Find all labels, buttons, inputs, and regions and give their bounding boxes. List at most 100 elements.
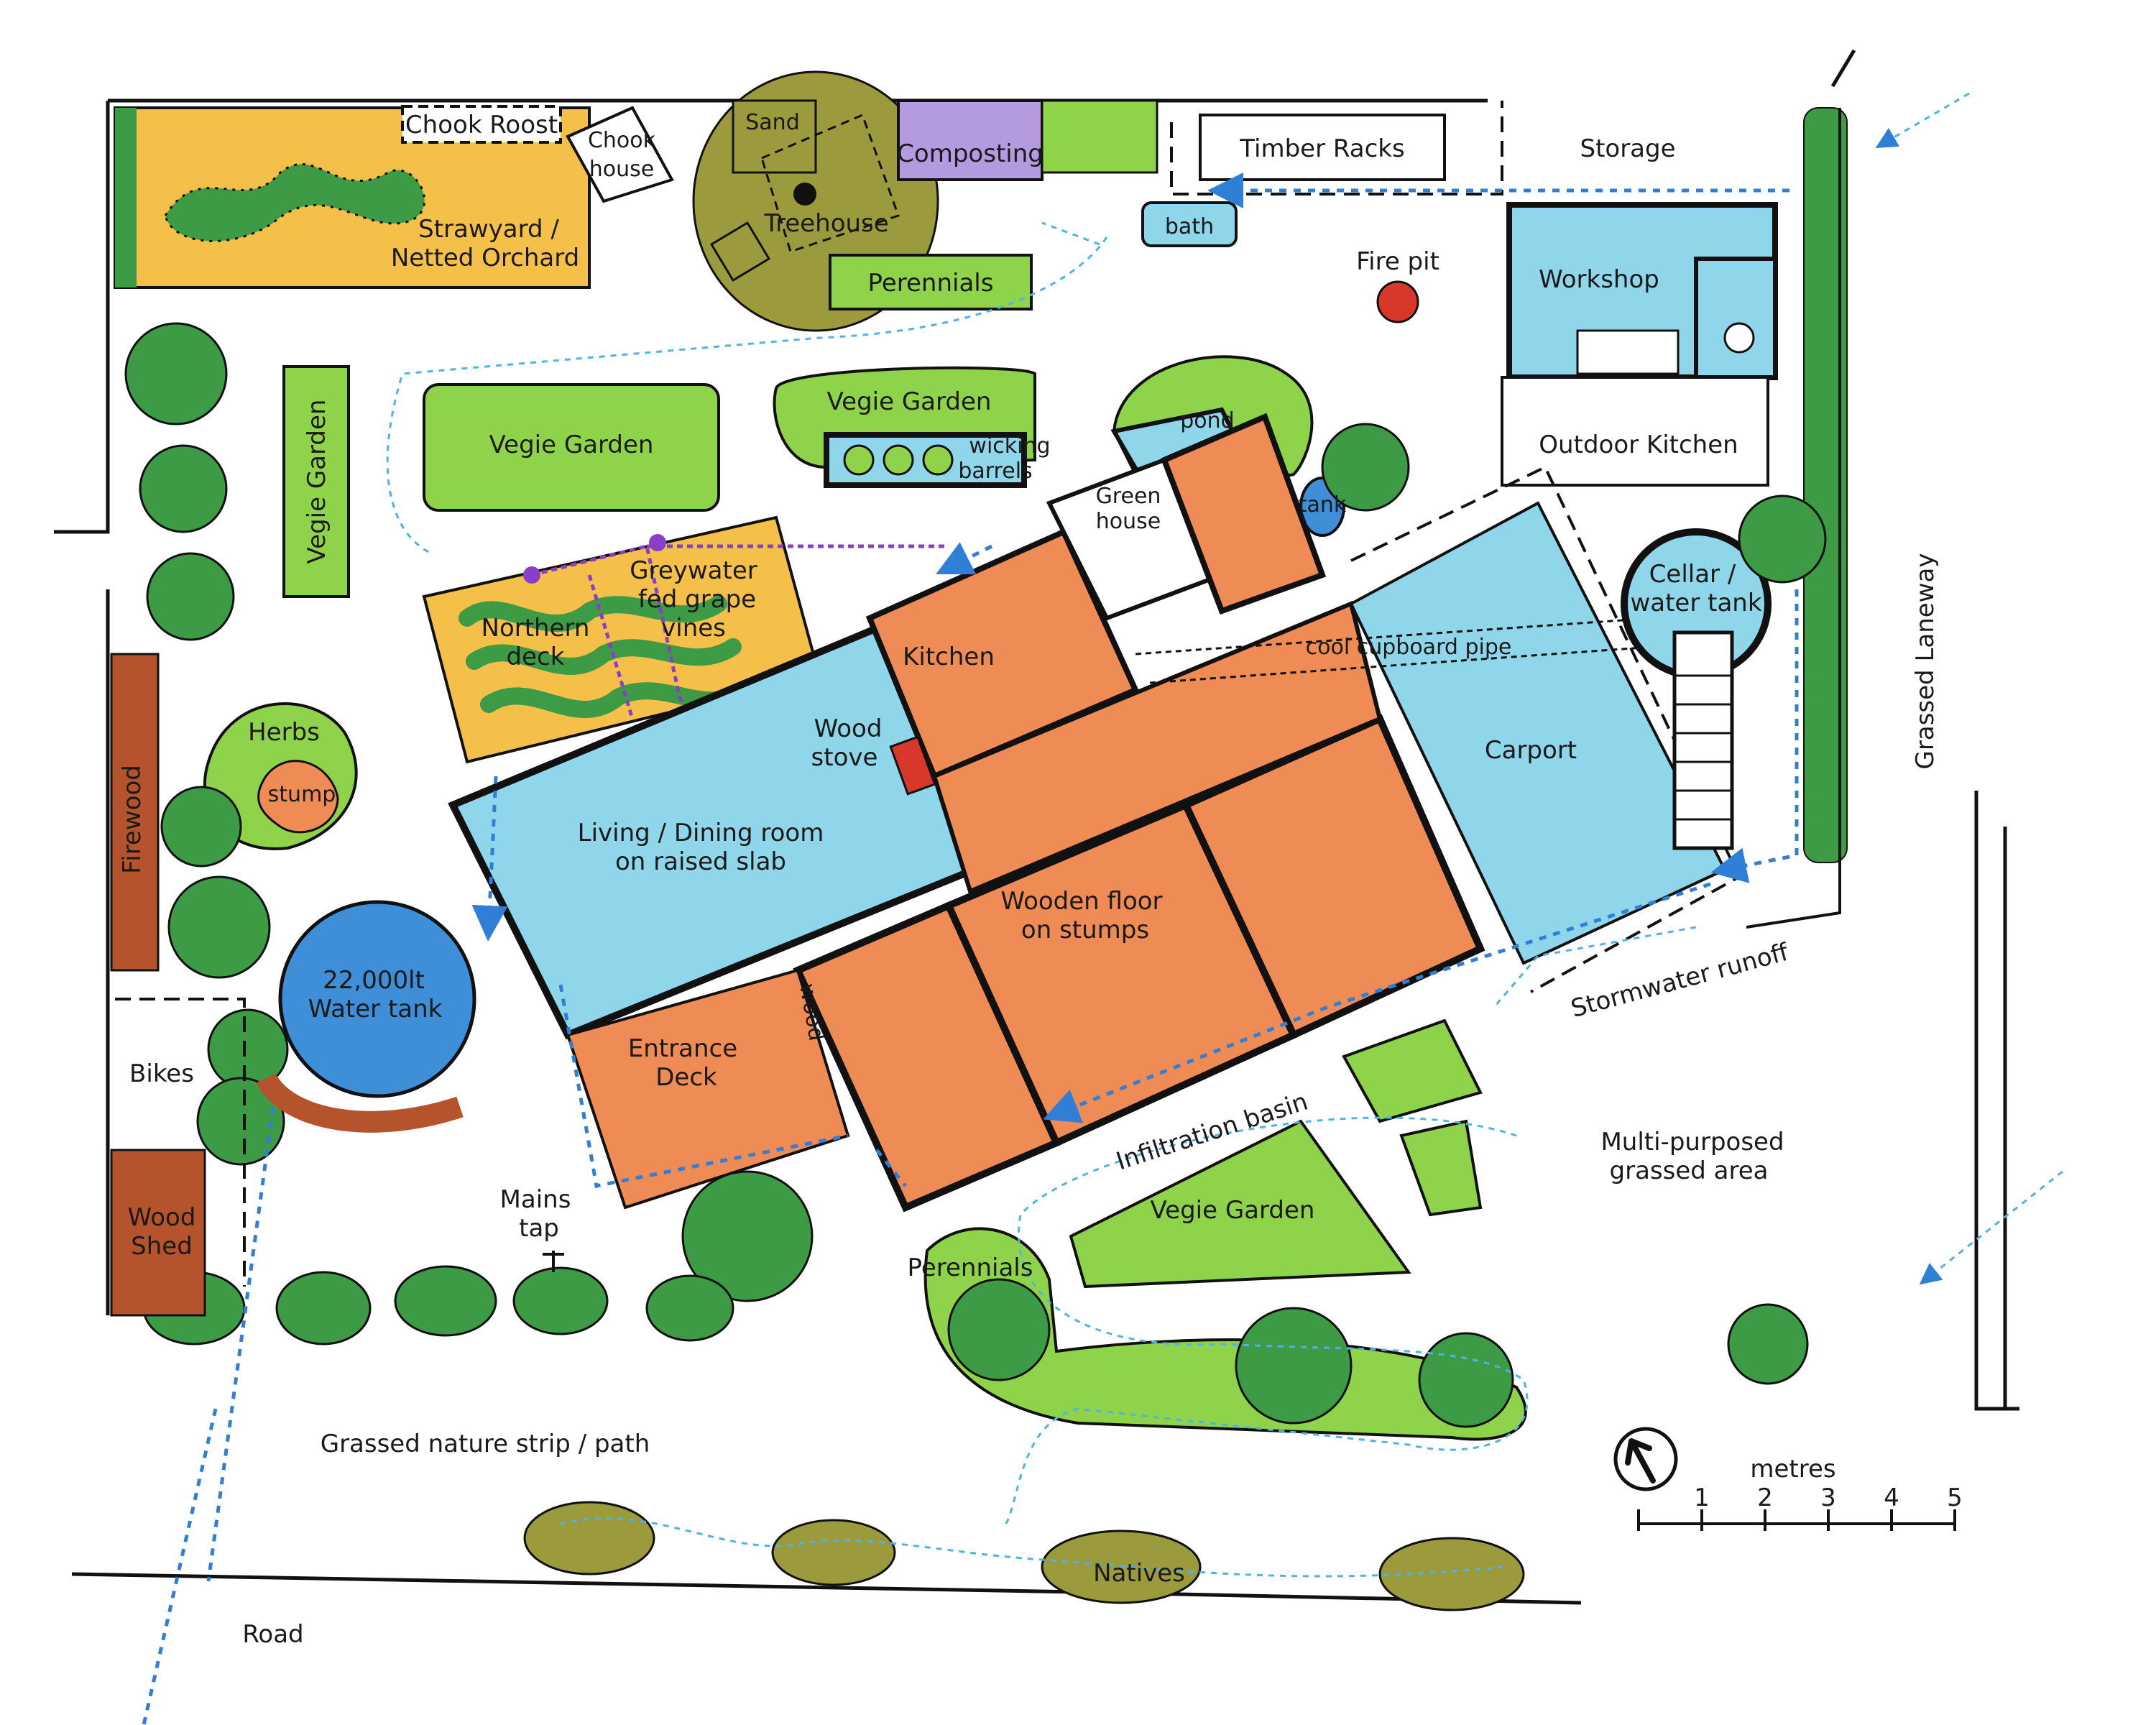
- label-herbs: Herbs: [248, 718, 320, 747]
- label-perennials-bottom: Perennials: [908, 1254, 1033, 1282]
- label-timber-racks: Timber Racks: [1239, 134, 1404, 163]
- label-living-1: Living / Dining room: [578, 819, 824, 847]
- water-tank-22000: [256, 900, 476, 1133]
- label-wood-stove-1: Wood: [814, 714, 883, 743]
- label-mains-2: tap: [519, 1214, 559, 1243]
- label-scale-tick-5: 5: [1947, 1484, 1963, 1512]
- label-perennials-top: Perennials: [868, 269, 994, 298]
- label-tank: tank: [1299, 492, 1347, 518]
- label-living-2: on raised slab: [615, 847, 786, 876]
- stormwater-light-paths: [386, 92, 2063, 1578]
- tap-icon: [543, 1251, 564, 1272]
- label-outdoor-kitchen: Outdoor Kitchen: [1539, 431, 1738, 459]
- label-greywater-3: vines: [661, 614, 726, 643]
- fire-pit: [1376, 280, 1419, 323]
- vegie-garden-left: [282, 365, 350, 598]
- label-bikes: Bikes: [129, 1059, 194, 1088]
- bath: [1141, 201, 1238, 247]
- label-entrance-2: Deck: [655, 1063, 717, 1092]
- label-kitchen: Kitchen: [903, 643, 995, 671]
- label-northern-deck-2: deck: [507, 643, 565, 671]
- label-vegie-left: Vegie Garden: [303, 400, 331, 564]
- label-scale-tick-4: 4: [1884, 1484, 1899, 1512]
- laneway-edge: [1746, 108, 1841, 929]
- chook-house: [566, 106, 674, 203]
- label-water-tank-2: Water tank: [308, 995, 443, 1024]
- label-pond: pond: [1180, 408, 1234, 433]
- label-firewood: Firewood: [118, 765, 147, 874]
- bathroom: [1160, 413, 1327, 615]
- label-wooden-floor-2: on stumps: [1021, 916, 1149, 944]
- label-wooden-floor-1: Wooden floor: [1000, 887, 1162, 916]
- water-flow-paths: [142, 172, 1799, 1725]
- label-northern-deck-1: Northern: [482, 614, 590, 643]
- label-wood-shed-2: Shed: [131, 1232, 193, 1261]
- label-sand: Sand: [745, 110, 799, 135]
- label-nature-strip: Grassed nature strip / path: [321, 1430, 650, 1458]
- label-green-house-2: house: [1096, 509, 1161, 534]
- label-scale-tick-1: 1: [1694, 1484, 1710, 1512]
- label-greywater-2: fed grape: [638, 585, 756, 614]
- trees-right: [1321, 423, 1827, 1385]
- bikes-area: [115, 998, 246, 1287]
- composting: [897, 99, 1158, 181]
- label-natives: Natives: [1093, 1559, 1185, 1588]
- greywater-pipe: [531, 543, 949, 719]
- label-fire-pit: Fire pit: [1356, 247, 1439, 276]
- workshop: [1506, 202, 1778, 380]
- hallway: [931, 600, 1383, 895]
- vegie-garden-bottom: [1069, 1119, 1411, 1289]
- label-cellar-2: water tank: [1630, 589, 1761, 617]
- label-green-house-1: Green: [1096, 484, 1161, 509]
- label-scale-tick-3: 3: [1820, 1484, 1836, 1512]
- scale-bar: [1637, 1509, 1956, 1531]
- greywater-node: [523, 566, 540, 584]
- label-multi-2: grassed area: [1610, 1156, 1769, 1185]
- cellar-water-tank: [1621, 528, 1772, 850]
- carport-dashed-roof: [1350, 465, 1741, 993]
- label-carport: Carport: [1485, 736, 1577, 765]
- right-hedgerow: [1803, 107, 1848, 863]
- label-bath: bath: [1165, 214, 1214, 239]
- label-composting: Composting: [897, 139, 1044, 168]
- label-vegie-bottom: Vegie Garden: [1151, 1196, 1315, 1225]
- label-vegie-mid: Vegie Garden: [489, 431, 654, 459]
- label-chook-house-1: Chook: [588, 128, 656, 153]
- trees-bottom: [681, 1170, 1514, 1428]
- label-treehouse: Treehouse: [763, 209, 888, 238]
- label-storage: Storage: [1580, 134, 1675, 163]
- label-cool-cupboard-pipe: cool cupboard pipe: [1306, 635, 1512, 660]
- perennials-top-bed: [829, 254, 1033, 310]
- label-greywater-1: Greywater: [630, 556, 757, 585]
- north-arrow-icon: [1613, 1427, 1678, 1491]
- outdoor-kitchen: [1501, 376, 1769, 487]
- label-workshop: Workshop: [1539, 265, 1659, 294]
- label-water-tank-1: 22,000lt: [323, 966, 425, 995]
- trees-left: [124, 322, 289, 1166]
- label-wicking-1: wicking: [969, 433, 1050, 459]
- label-multi-1: Multi-purposed: [1600, 1128, 1784, 1156]
- label-grassed-laneway: Grassed Laneway: [1911, 553, 1940, 770]
- label-road: Road: [242, 1620, 303, 1649]
- label-entrance-1: Entrance: [628, 1034, 737, 1063]
- timber-racks: [1199, 114, 1446, 181]
- firewood-strip: [110, 653, 160, 972]
- chook-roost: [401, 105, 562, 144]
- label-mains-1: Mains: [500, 1185, 571, 1214]
- cool-cupboard-pipe: [1135, 617, 1654, 684]
- storage-boundary: [1170, 101, 1503, 196]
- wood-shed: [110, 1149, 206, 1317]
- bed-bottom-right-1: [1342, 1018, 1483, 1123]
- label-chook-house-2: house: [589, 157, 654, 182]
- front-hedge: [142, 1265, 734, 1346]
- label-scale-title: metres: [1750, 1455, 1835, 1484]
- label-wood-shed-1: Wood: [128, 1203, 196, 1232]
- label-chook-roost: Chook Roost: [405, 111, 558, 139]
- kitchen-room: [865, 528, 1140, 781]
- label-wood-stove-2: stove: [811, 743, 878, 772]
- label-vegie-top: Vegie Garden: [827, 387, 992, 416]
- greywater-node: [649, 534, 666, 551]
- label-stump: stump: [268, 782, 336, 807]
- label-stormwater: Stormwater runoff: [1568, 937, 1792, 1024]
